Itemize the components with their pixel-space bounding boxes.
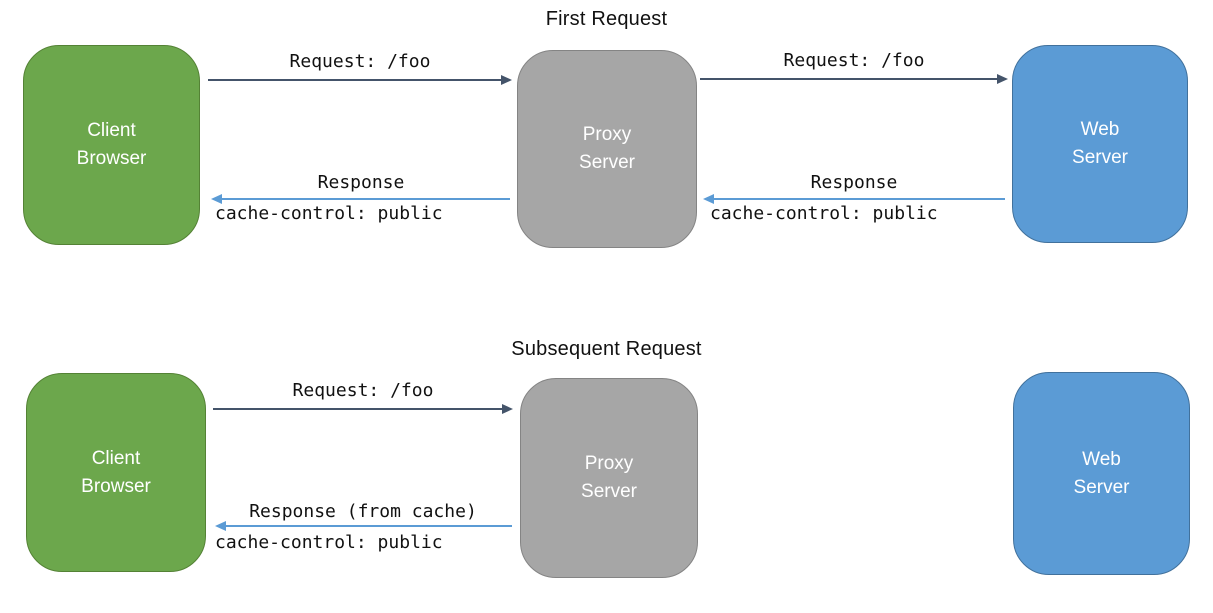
client-browser-label-line1: Client — [87, 120, 136, 141]
proxy-server-label-line2: Server — [581, 481, 637, 502]
arrow-line — [700, 78, 1000, 80]
arrow-response-proxy-to-client-subsequent — [215, 521, 512, 531]
cache-control-label-proxy-to-client-subsequent: cache-control: public — [215, 532, 443, 553]
arrowhead-right-icon — [997, 74, 1008, 84]
first-request-title: First Request — [545, 8, 668, 30]
arrow-line — [208, 79, 504, 81]
arrow-response-proxy-to-client-first — [211, 194, 510, 204]
proxy-server-label-line2: Server — [579, 152, 635, 173]
cache-control-label-proxy-to-client-first: cache-control: public — [215, 203, 443, 224]
arrow-line — [711, 198, 1005, 200]
arrowhead-left-icon — [211, 194, 222, 204]
request-label-proxy-to-web-first: Request: /foo — [783, 50, 925, 71]
arrow-response-web-to-proxy-first — [703, 194, 1005, 204]
arrow-request-proxy-to-web-first — [700, 74, 1008, 84]
request-label-client-to-proxy-subsequent: Request: /foo — [292, 380, 434, 401]
web-server-label-line2: Server — [1072, 147, 1128, 168]
client-browser-label-line2: Browser — [81, 475, 151, 497]
web-server-label-line2: Server — [1073, 476, 1130, 498]
proxy-server-node-first: Proxy Server — [517, 50, 697, 248]
web-server-label-line1: Web — [1080, 119, 1120, 140]
response-label-web-to-proxy-first: Response — [810, 172, 898, 193]
proxy-server-node-subsequent: Proxy Server — [520, 378, 698, 578]
arrowhead-left-icon — [703, 194, 714, 204]
request-label-client-to-proxy-first: Request: /foo — [289, 51, 431, 72]
proxy-server-label-line1: Proxy — [582, 124, 632, 145]
response-label-proxy-to-client-subsequent: Response (from cache) — [249, 501, 477, 522]
cache-control-label-web-to-proxy-first: cache-control: public — [710, 203, 938, 224]
client-browser-node-subsequent: Client Browser — [26, 373, 206, 572]
response-label-proxy-to-client-first: Response — [317, 172, 405, 193]
arrow-line — [213, 408, 505, 410]
subsequent-request-title: Subsequent Request — [511, 338, 702, 360]
arrow-request-client-to-proxy-first — [208, 75, 512, 85]
arrow-line — [223, 525, 512, 527]
client-browser-label-line2: Browser — [76, 148, 147, 169]
arrow-request-client-to-proxy-subsequent — [213, 404, 513, 414]
client-browser-label-line1: Client — [91, 447, 141, 469]
arrowhead-right-icon — [501, 75, 512, 85]
web-server-node-first: Web Server — [1012, 45, 1188, 243]
arrowhead-left-icon — [215, 521, 226, 531]
arrow-line — [219, 198, 510, 200]
arrowhead-right-icon — [502, 404, 513, 414]
web-server-node-subsequent: Web Server — [1013, 372, 1190, 575]
client-browser-node-first: Client Browser — [23, 45, 200, 245]
web-server-label-line1: Web — [1082, 448, 1121, 470]
proxy-server-label-line1: Proxy — [584, 453, 634, 474]
